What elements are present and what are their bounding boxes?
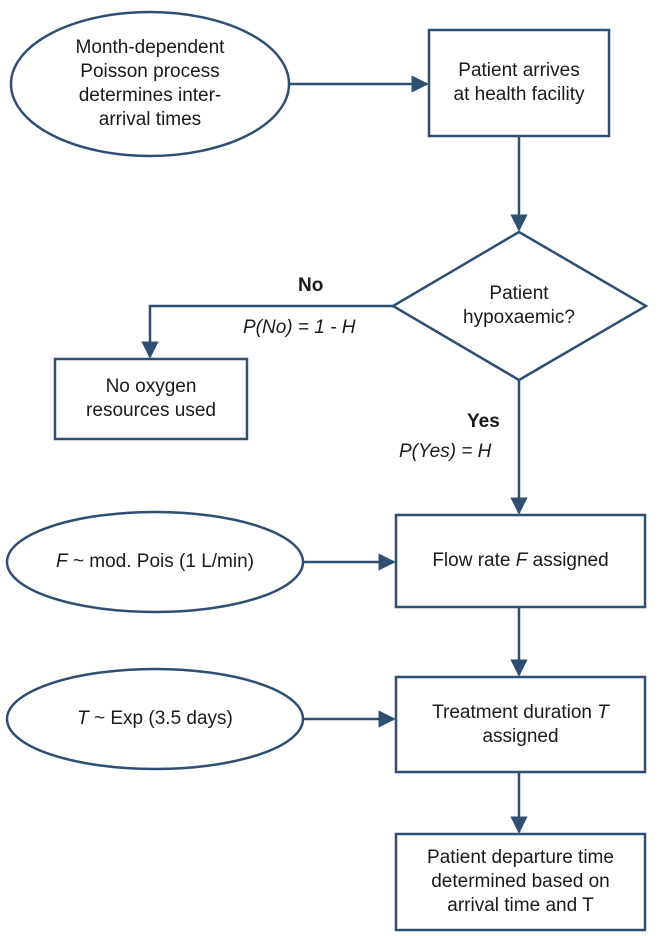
- no-oxygen-box: [53, 357, 249, 441]
- no-oxygen-text: No oxygen resources used: [86, 376, 216, 421]
- p-no-label: P(No) = 1 - H: [243, 317, 356, 338]
- patient-arrives-text: Patient arrives at health facility: [453, 60, 585, 105]
- flow-assigned-box: [394, 513, 647, 609]
- flow-assigned-text: Flow rate F assigned: [432, 550, 609, 571]
- hypoxaemic-decision-text: Patient hypoxaemic?: [463, 283, 575, 328]
- departure-box: [394, 832, 647, 932]
- flow-variable: F: [56, 551, 68, 572]
- duration-variable: T: [597, 701, 609, 723]
- p-yes-label: P(Yes) = H: [399, 441, 492, 462]
- yes-branch-label: Yes: [467, 411, 500, 432]
- departure-text: Patient departure time determined based …: [427, 847, 614, 916]
- duration-variable: T: [77, 708, 89, 729]
- duration-assigned-text: Treatment duration T assigned: [432, 701, 609, 747]
- no-branch-label: No: [298, 275, 324, 296]
- arrow-decision-to-no-oxygen: [141, 304, 393, 359]
- duration-distribution-text: T ~ Exp (3.5 days): [77, 708, 233, 729]
- flow-distribution-text: F ~ mod. Pois (1 L/min): [56, 551, 254, 572]
- duration-assigned-box: [394, 675, 647, 774]
- poisson-process-text: Month-dependent Poisson process determin…: [75, 37, 225, 130]
- flow-variable: F: [515, 550, 528, 571]
